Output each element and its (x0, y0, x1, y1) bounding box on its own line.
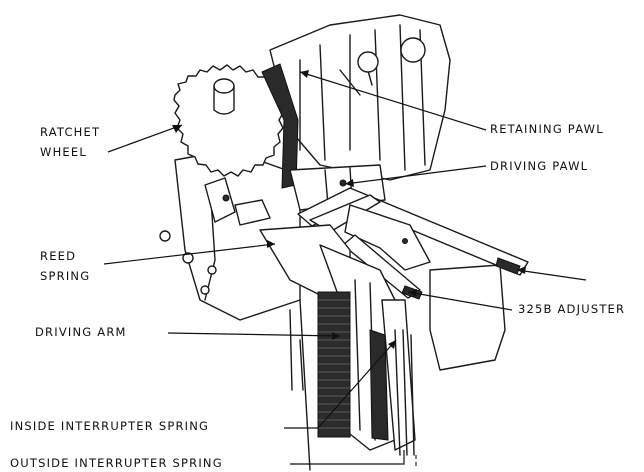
ratchet-wheel-stack (269, 14, 451, 181)
reed-spring-label-line2: SPRING (40, 269, 90, 283)
ratchet-wheel (173, 63, 299, 189)
label-retaining-pawl: RETAINING PAWL (299, 70, 604, 136)
label-driving-arm: DRIVING ARM (35, 325, 341, 340)
frame-housing (159, 149, 506, 471)
inside-interrupter-spring-label: INSIDE INTERRUPTER SPRING (10, 419, 209, 433)
coil-windings (317, 291, 389, 441)
outside-interrupter-spring-label: OUTSIDE INTERRUPTER SPRING (10, 456, 223, 470)
label-reed-spring: REED SPRING (40, 240, 276, 283)
ratchet-wheel-label-line1: RATCHET (40, 125, 100, 139)
label-inside-interrupter-spring: INSIDE INTERRUPTER SPRING (10, 339, 397, 433)
label-adjuster: 325B ADJUSTER (407, 266, 625, 316)
label-ratchet-wheel: RATCHET WHEEL (40, 124, 183, 159)
adjuster-label: 325B ADJUSTER (518, 302, 625, 316)
adjuster-assembly (297, 187, 529, 300)
retaining-pawl-label: RETAINING PAWL (490, 122, 604, 136)
driving-arm-label: DRIVING ARM (35, 325, 127, 339)
reed-spring-label-line1: REED (40, 249, 76, 263)
interrupter-springs (394, 329, 417, 468)
label-driving-pawl: DRIVING PAWL (344, 159, 588, 187)
label-outside-interrupter-spring: OUTSIDE INTERRUPTER SPRING (10, 450, 405, 470)
driving-pawl-label: DRIVING PAWL (490, 159, 588, 173)
ratchet-wheel-label-line2: WHEEL (40, 145, 87, 159)
